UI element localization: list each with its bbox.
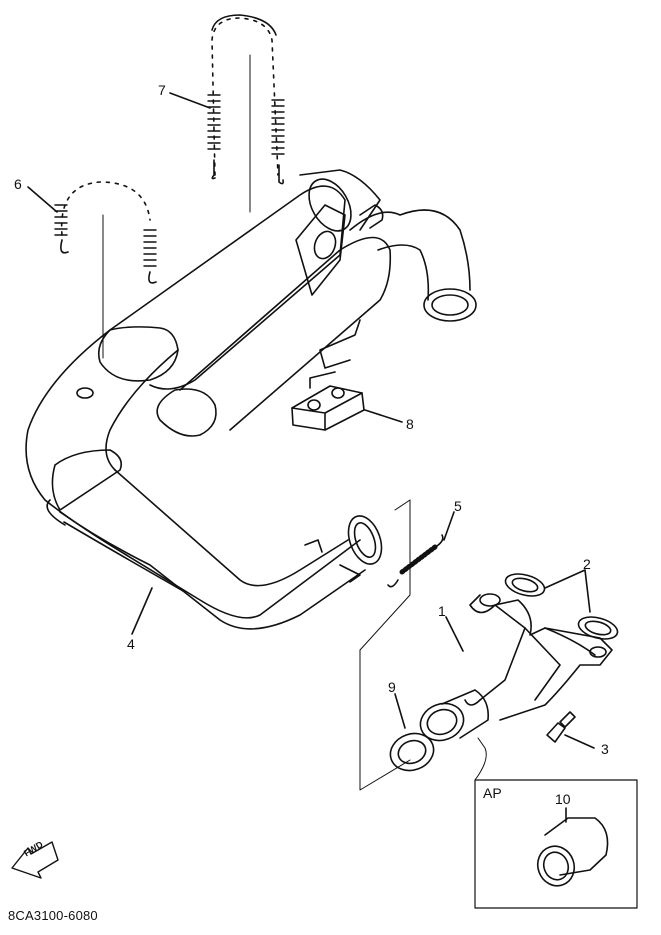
exhaust-manifold-1	[464, 593, 613, 721]
spring-hook-6	[54, 181, 157, 284]
leader-7	[169, 92, 211, 109]
callout-3: 3	[601, 741, 609, 757]
sleeve-10	[536, 817, 609, 887]
callout-10: 10	[555, 791, 571, 807]
leader-8	[364, 409, 403, 423]
assembly-bracket	[359, 499, 411, 791]
muffler-body	[76, 169, 392, 437]
ring-9	[389, 732, 435, 772]
callout-1: 1	[438, 603, 446, 619]
callout-2: 2	[583, 556, 591, 572]
spring-5	[387, 534, 444, 588]
ap-pointer	[474, 737, 487, 781]
callout-5: 5	[454, 498, 462, 514]
leader-4	[131, 587, 153, 635]
callout-6: 6	[14, 176, 22, 192]
ap-box-label: AP	[483, 785, 502, 801]
ap-box	[474, 779, 638, 909]
callout-9: 9	[388, 679, 396, 695]
damper-8	[291, 371, 365, 431]
gaskets-2	[504, 573, 619, 640]
drawing-code: 8CA3100-6080	[8, 908, 98, 923]
leader-3	[564, 734, 595, 749]
fwd-arrow-icon	[11, 841, 59, 879]
callout-4: 4	[127, 636, 135, 652]
leader-2	[544, 569, 591, 613]
exhaust-pipe-4	[25, 329, 383, 630]
callout-7: 7	[158, 82, 166, 98]
callout-8: 8	[406, 416, 414, 432]
outlet-pipe	[349, 204, 477, 322]
bolt-3	[546, 711, 576, 743]
leader-1	[445, 616, 464, 652]
leader-5	[443, 511, 455, 541]
leader-6	[27, 186, 58, 213]
leader-9	[394, 693, 406, 729]
spring-hook-7	[207, 14, 285, 185]
joint-sleeve	[419, 689, 490, 742]
